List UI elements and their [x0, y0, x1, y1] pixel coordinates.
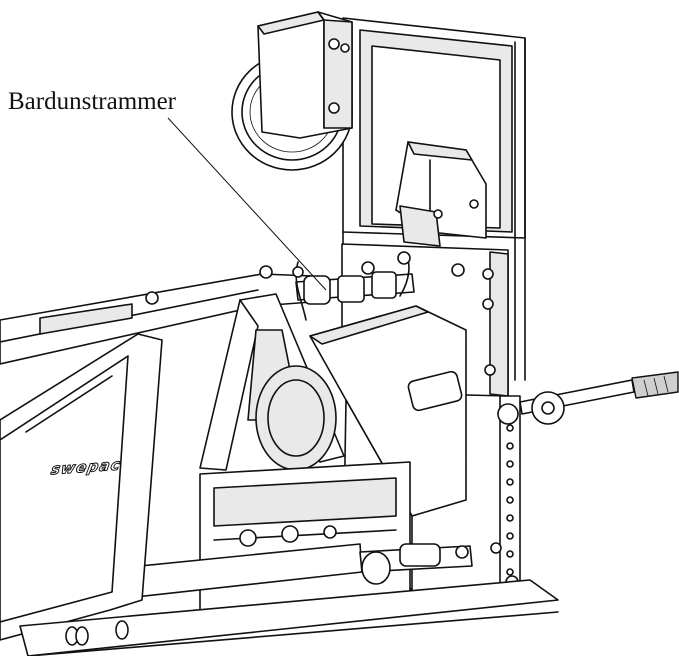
- callout-leader-line: [167, 117, 327, 291]
- brand-logo-text: swepac: [49, 455, 123, 479]
- callout-label: Bardunstrammer: [8, 88, 177, 115]
- left-side-frame: [0, 333, 163, 641]
- main-horizontal-beam: [0, 265, 313, 365]
- adjustment-scale: [499, 395, 521, 593]
- tension-rod: [292, 251, 415, 321]
- upper-motor-housing: [257, 11, 353, 139]
- tension-motor-box: [395, 141, 487, 247]
- base-skid: [19, 579, 559, 657]
- crank-handle: [497, 371, 679, 425]
- lower-base-cage: [199, 461, 411, 613]
